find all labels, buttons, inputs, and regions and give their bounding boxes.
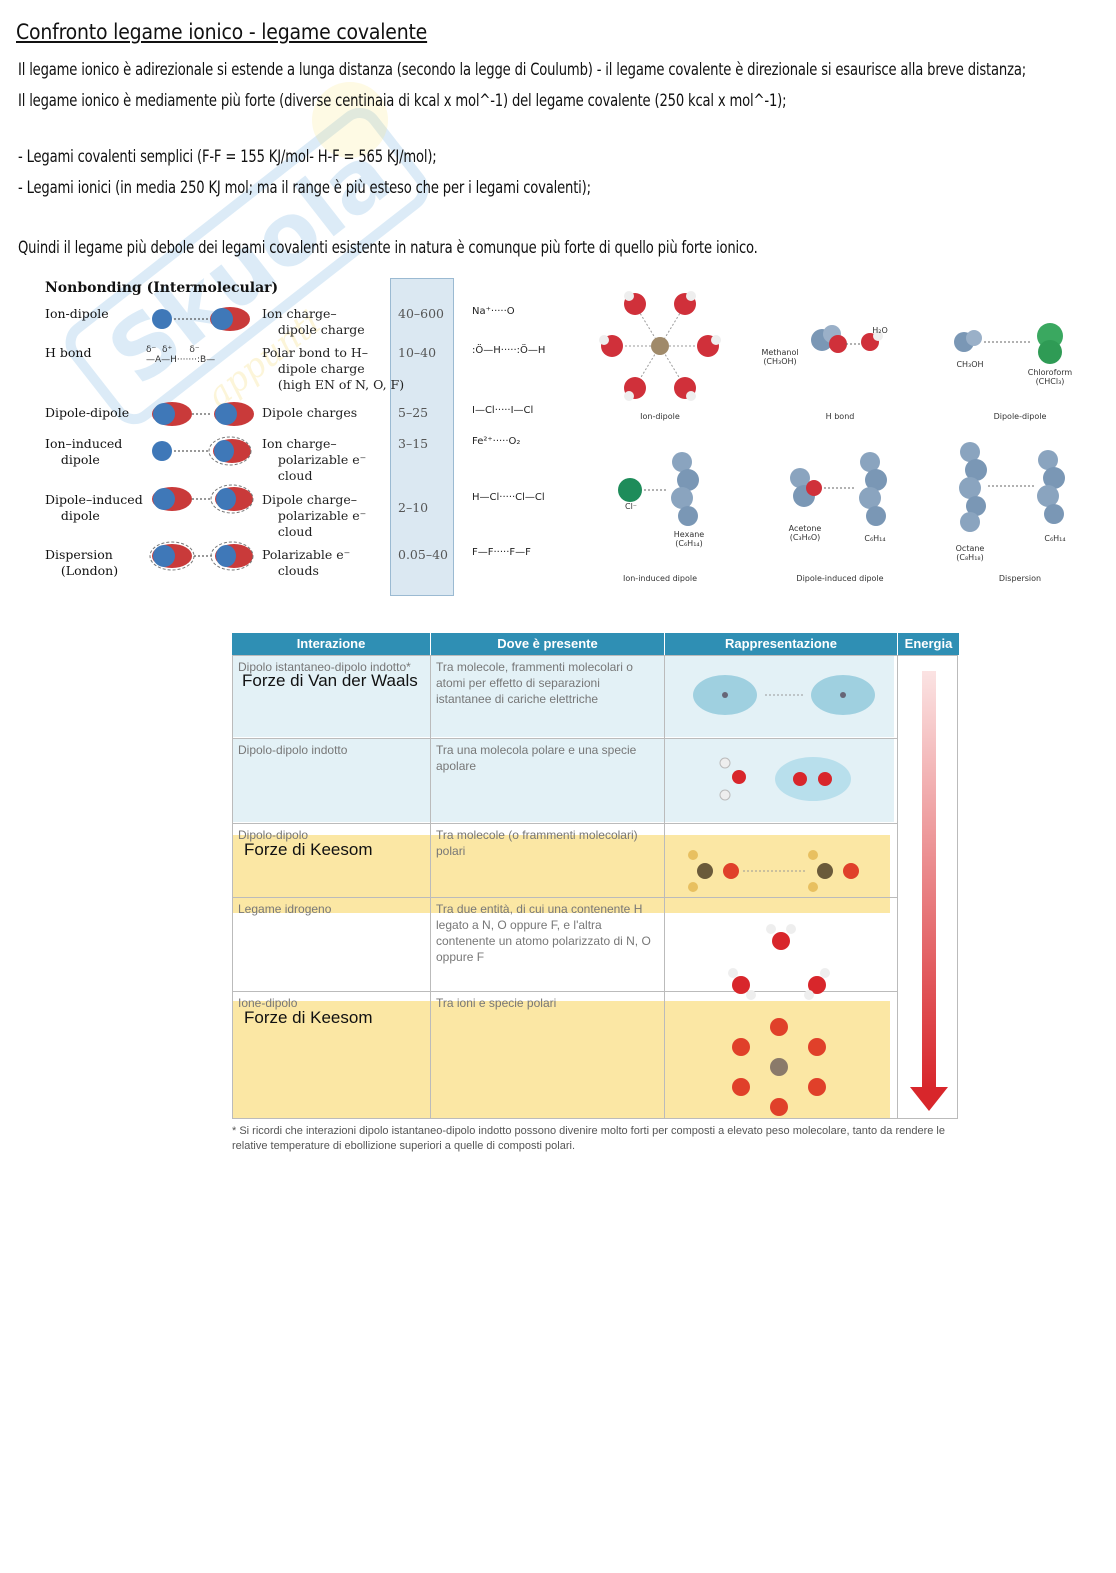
overlay-van-der-waals: Forze di Van der Waals	[242, 671, 418, 690]
nb-row-example: F—F·····F—F	[472, 547, 531, 558]
nb-row-basis: Polar bond to H– dipole charge (high EN …	[262, 345, 405, 392]
nb-row-example: H—Cl·····Cl—Cl	[472, 492, 545, 503]
row-name-ion-dipole: Ione-dipolo	[238, 996, 298, 1010]
nb-row-example: :Ö—H·····:Ö—H	[472, 345, 546, 356]
col-header-dove: Dove è presente	[431, 633, 664, 655]
col-header-energia: Energia	[898, 633, 959, 655]
representation-graphics	[688, 675, 875, 1116]
label-methanol: Methanol (CH₃OH)	[761, 348, 799, 366]
nb-row-basis: Ion charge– polarizable e⁻ cloud	[262, 436, 367, 483]
overlay-keesom-1: Forze di Keesom	[244, 840, 373, 859]
ion-dipole-graphic	[152, 307, 250, 331]
label-chloride: Cl⁻	[624, 502, 638, 511]
label-chloroform: Chloroform (CHCl₃)	[1027, 368, 1073, 386]
row-where-ion-dipole: Tra ioni e specie polari	[436, 996, 557, 1010]
row-divider	[232, 738, 897, 739]
page-title: Confronto legame ionico - legame covalen…	[16, 20, 428, 44]
col-divider	[897, 655, 898, 1119]
nb-row-name: Dispersion (London)	[45, 547, 119, 578]
label-octane: Octane (C₈H₁₈)	[955, 544, 985, 562]
col-divider	[430, 655, 431, 1119]
label-ch3oh: CH₃OH	[956, 360, 984, 369]
nb-row-basis: Ion charge– dipole charge	[262, 306, 365, 337]
table-border	[232, 655, 958, 1119]
nb-row-name: Dipole-dipole	[45, 405, 130, 420]
hbond-notation: δ⁻ δ⁺ δ⁻ —A—H·······:B—	[146, 345, 216, 365]
molecule-figure	[599, 291, 1065, 532]
nb-row-energy: 5–25	[398, 405, 429, 420]
ion-induced-dipole-graphic	[152, 436, 252, 466]
bullet-ionic: - Legami ionici (in media 250 KJ mol; ma…	[18, 178, 591, 198]
paragraph-2: Il legame ionico è mediamente più forte …	[18, 91, 787, 111]
dispersion-graphic	[149, 541, 254, 571]
paragraph-conclusion: Quindi il legame più debole dei legami c…	[18, 238, 758, 258]
label-c6h14-a: C₆H₁₄	[864, 534, 886, 543]
nb-row-energy: 40–600	[398, 306, 445, 321]
dipole-dipole-graphic	[152, 402, 254, 426]
row-where-instantaneous: Tra molecole, frammenti molecolari o ato…	[436, 660, 633, 706]
nb-row-example: Fe²⁺·····O₂	[472, 436, 521, 447]
nb-row-energy: 10–40	[398, 345, 437, 360]
row-divider	[232, 823, 897, 824]
caption-h-bond: H bond	[825, 412, 855, 421]
nb-row-name: Ion-dipole	[45, 306, 109, 321]
nb-row-energy: 3–15	[398, 436, 429, 451]
nb-row-example: Na⁺·····O	[472, 306, 515, 317]
nb-row-energy: 2–10	[398, 500, 429, 515]
caption-ion-induced-dipole: Ion-induced dipole	[622, 574, 697, 583]
nb-row-basis: Polarizable e⁻ clouds	[262, 547, 351, 578]
row-divider	[232, 991, 897, 992]
row-name-induced: Dipolo-dipolo indotto	[238, 743, 348, 757]
dipole-induced-dipole-graphic	[152, 484, 254, 514]
row-name-instantaneous: Dipolo istantaneo-dipolo indotto*	[238, 660, 411, 674]
col-divider	[664, 655, 665, 1119]
label-c6h14-b: C₆H₁₄	[1044, 534, 1066, 543]
row-name-dipole: Dipolo-dipolo	[238, 828, 309, 842]
caption-dispersion: Dispersion	[998, 574, 1042, 583]
energy-arrow-icon	[910, 671, 948, 1111]
col-header-interazione: Interazione	[232, 633, 430, 655]
caption-dipole-dipole: Dipole-dipole	[993, 412, 1047, 421]
table-footnote: * Si ricordi che interazioni dipolo ista…	[232, 1125, 945, 1152]
nb-row-basis: Dipole charges	[262, 405, 358, 420]
label-water: H₂O	[872, 326, 888, 335]
nonbonding-table: Nonbonding (Intermolecular) Ion-dipole I…	[40, 278, 570, 598]
interaction-table: Interazione Dove è presente Rappresentaz…	[232, 633, 959, 1121]
nb-row-energy: 0.05–40	[398, 547, 448, 562]
keesom-band-1	[232, 835, 890, 913]
vdw-band-1	[232, 655, 894, 737]
row-where-hbond: Tra due entità, di cui una contenente H …	[436, 902, 651, 964]
col-header-rappresentazione: Rappresentazione	[665, 633, 897, 655]
caption-ion-dipole: Ion-dipole	[640, 412, 680, 421]
overlay-keesom-2: Forze di Keesom	[244, 1008, 373, 1027]
row-where-dipole: Tra molecole (o frammenti molecolari) po…	[436, 828, 638, 858]
label-acetone: Acetone (C₃H₆O)	[788, 524, 822, 542]
molecule-illustrations: Ion-dipole H bond Dipole-dipole Ion-indu…	[590, 280, 1090, 590]
nb-row-name: Ion–induced dipole	[45, 436, 123, 467]
bullet-covalent: - Legami covalenti semplici (F-F = 155 K…	[18, 147, 437, 167]
row-divider	[232, 897, 897, 898]
row-name-hbond: Legame idrogeno	[238, 902, 332, 916]
nb-row-name: Dipole–induced dipole	[45, 492, 143, 523]
nb-row-basis: Dipole charge– polarizable e⁻ cloud	[262, 492, 367, 539]
caption-dipole-induced-dipole: Dipole-induced dipole	[796, 574, 884, 583]
nb-row-example: I—Cl·····I—Cl	[472, 405, 534, 416]
nb-row-name: H bond	[45, 345, 92, 360]
nonbonding-header: Nonbonding (Intermolecular)	[45, 280, 279, 296]
label-hexane: Hexane (C₆H₁₄)	[673, 530, 705, 548]
energy-band	[390, 278, 454, 596]
paragraph-1: Il legame ionico è adirezionale si esten…	[18, 60, 1026, 80]
row-where-induced: Tra una molecola polare e una specie apo…	[436, 743, 637, 773]
